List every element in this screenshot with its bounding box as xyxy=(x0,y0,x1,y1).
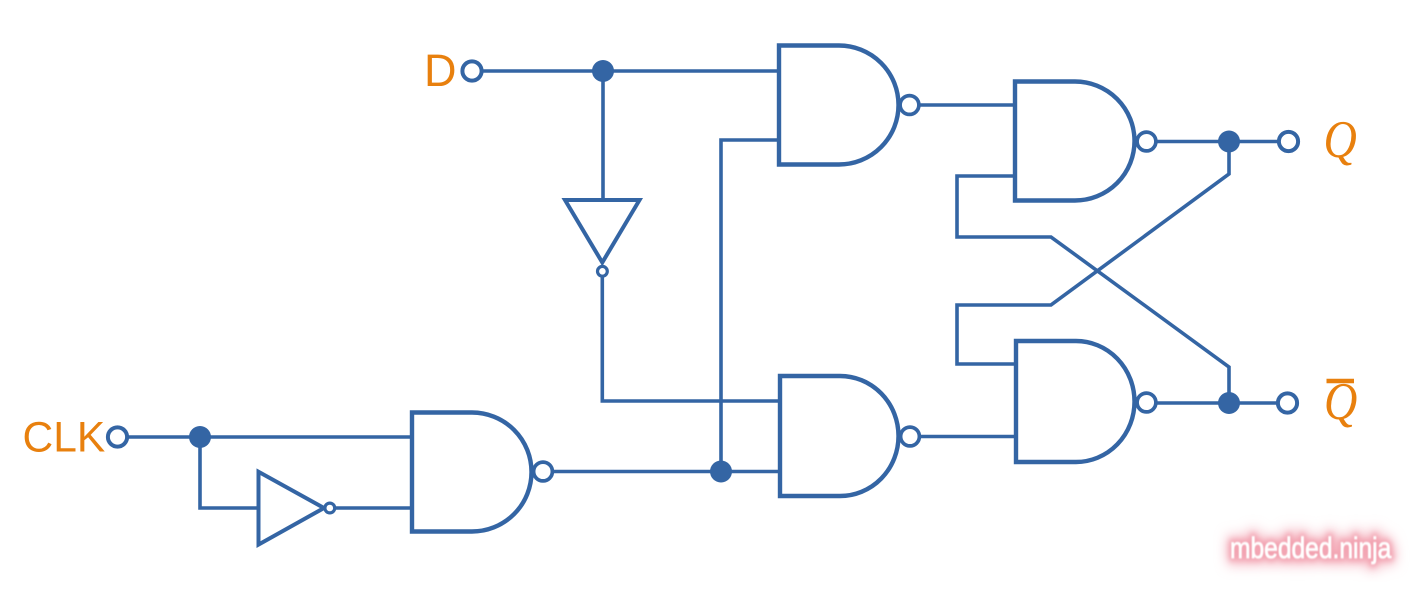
svg-text:mbedded.ninja: mbedded.ninja xyxy=(1230,531,1392,565)
svg-text:D: D xyxy=(424,45,457,96)
svg-text:mbedded.ninja: mbedded.ninja xyxy=(1230,531,1392,565)
svg-text:Q: Q xyxy=(1324,110,1357,169)
svg-text:mbedded.ninja: mbedded.ninja xyxy=(1230,531,1392,565)
svg-text:CLK: CLK xyxy=(23,414,106,461)
